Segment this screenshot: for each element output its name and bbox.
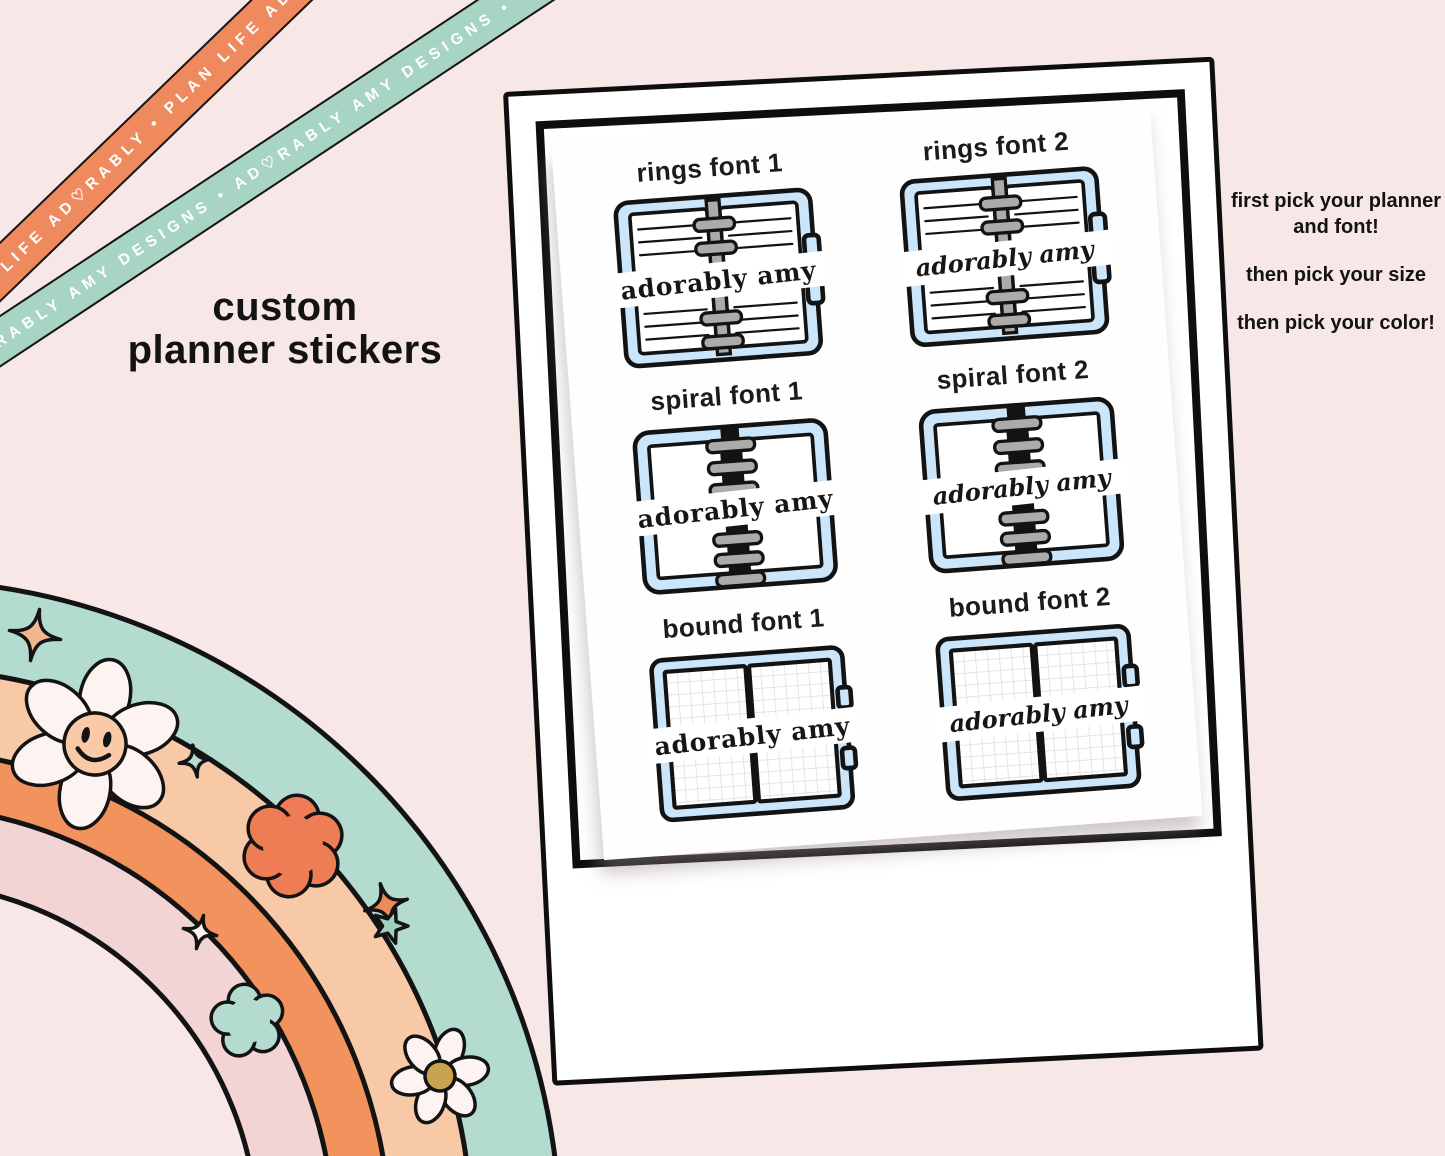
instruction-step-3: then pick your color! — [1237, 312, 1435, 334]
rings-planner-icon: adorably amy — [890, 166, 1118, 348]
teal-sparkle-icon — [177, 743, 213, 779]
instructions: first pick your planner and font! then p… — [1228, 188, 1444, 358]
bound-planner-icon: adorably amy — [924, 624, 1152, 802]
polaroid-photo-area: rings font 1 — [535, 89, 1222, 869]
sticker-cell-spiral-font-2: spiral font 2 ado — [877, 349, 1162, 593]
teal-star-icon — [373, 907, 410, 945]
teal-flower-icon — [209, 982, 285, 1058]
spiral-planner-icon: adorably amy — [907, 396, 1135, 573]
sticker-cell-rings-font-1: rings font 1 — [574, 142, 859, 386]
polaroid-frame: rings font 1 — [503, 56, 1264, 1086]
spiral-planner-icon: adorably amy — [621, 417, 849, 595]
gold-center-daisy-icon — [389, 1027, 491, 1125]
sticker-cell-bound-font-2: bound font 2 adorably amy — [894, 577, 1179, 821]
sticker-cell-spiral-font-1: spiral font 1 ado — [591, 371, 876, 615]
coral-flower-icon — [242, 793, 344, 899]
peach-sparkle-icon — [7, 607, 63, 663]
rings-planner-icon: adorably amy — [604, 187, 832, 369]
instruction-step-1: first pick your planner and font! — [1230, 190, 1442, 238]
sticker-sheet: rings font 1 — [551, 103, 1203, 861]
headline-line-2: planner stickers — [127, 328, 443, 373]
bound-planner-icon: adorably amy — [638, 645, 866, 823]
instruction-step-2: then pick your size — [1245, 264, 1427, 286]
headline-line-1: custom — [212, 285, 358, 329]
rainbow-illustration — [0, 585, 558, 1156]
sticker-cell-bound-font-1: bound font 1 adorably amy — [608, 599, 893, 843]
white-sparkle-icon — [181, 913, 219, 951]
smiley-daisy-icon — [10, 657, 180, 831]
name-banner: adorably amy — [924, 685, 1152, 745]
headline: custom planner stickers — [70, 285, 500, 373]
sticker-cell-rings-font-2: rings font 2 — [861, 121, 1146, 365]
